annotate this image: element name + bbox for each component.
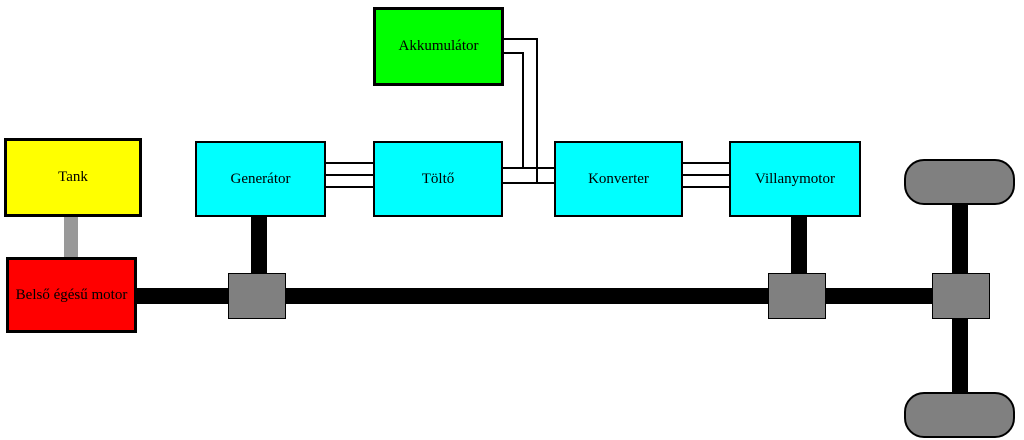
villanymotor-shaft xyxy=(791,216,807,274)
akkumulator-wire-outer-horizontal xyxy=(503,38,538,40)
generator-tolto-wire-1 xyxy=(326,162,373,164)
node-generator: Generátor xyxy=(195,141,326,217)
node-generator-label: Generátor xyxy=(230,170,291,187)
akkumulator-wire-outer-vertical xyxy=(536,38,538,184)
node-villanymotor: Villanymotor xyxy=(729,141,861,217)
node-tolto: Töltő xyxy=(373,141,503,217)
tolto-konverter-wire-1 xyxy=(503,167,554,169)
fuel-line xyxy=(64,216,78,258)
coupling-motor-driveline xyxy=(768,273,826,319)
node-konverter: Konverter xyxy=(554,141,683,217)
akkumulator-wire-inner-horizontal xyxy=(503,52,524,54)
node-villanymotor-label: Villanymotor xyxy=(755,170,835,187)
differential xyxy=(932,273,990,319)
node-akkumulator: Akkumulátor xyxy=(373,7,504,86)
generator-tolto-wire-2 xyxy=(326,174,373,176)
wheel-bottom xyxy=(904,392,1015,438)
tolto-konverter-wire-2 xyxy=(503,182,554,184)
akkumulator-wire-inner-vertical xyxy=(522,52,524,169)
generator-shaft xyxy=(251,216,267,274)
konverter-villanymotor-wire-1 xyxy=(683,162,729,164)
node-konverter-label: Konverter xyxy=(588,170,649,187)
node-tank: Tank xyxy=(4,138,142,217)
wheel-top xyxy=(904,159,1015,205)
node-akkumulator-label: Akkumulátor xyxy=(398,38,479,54)
main-drive-shaft xyxy=(137,288,932,304)
node-belso-egesu-motor: Belső égésű motor xyxy=(6,257,137,333)
generator-tolto-wire-3 xyxy=(326,186,373,188)
konverter-villanymotor-wire-2 xyxy=(683,174,729,176)
node-tank-label: Tank xyxy=(58,169,88,185)
konverter-villanymotor-wire-3 xyxy=(683,186,729,188)
node-belso-egesu-motor-label: Belső égésű motor xyxy=(15,286,128,303)
coupling-engine-generator xyxy=(228,273,286,319)
node-tolto-label: Töltő xyxy=(421,170,455,187)
